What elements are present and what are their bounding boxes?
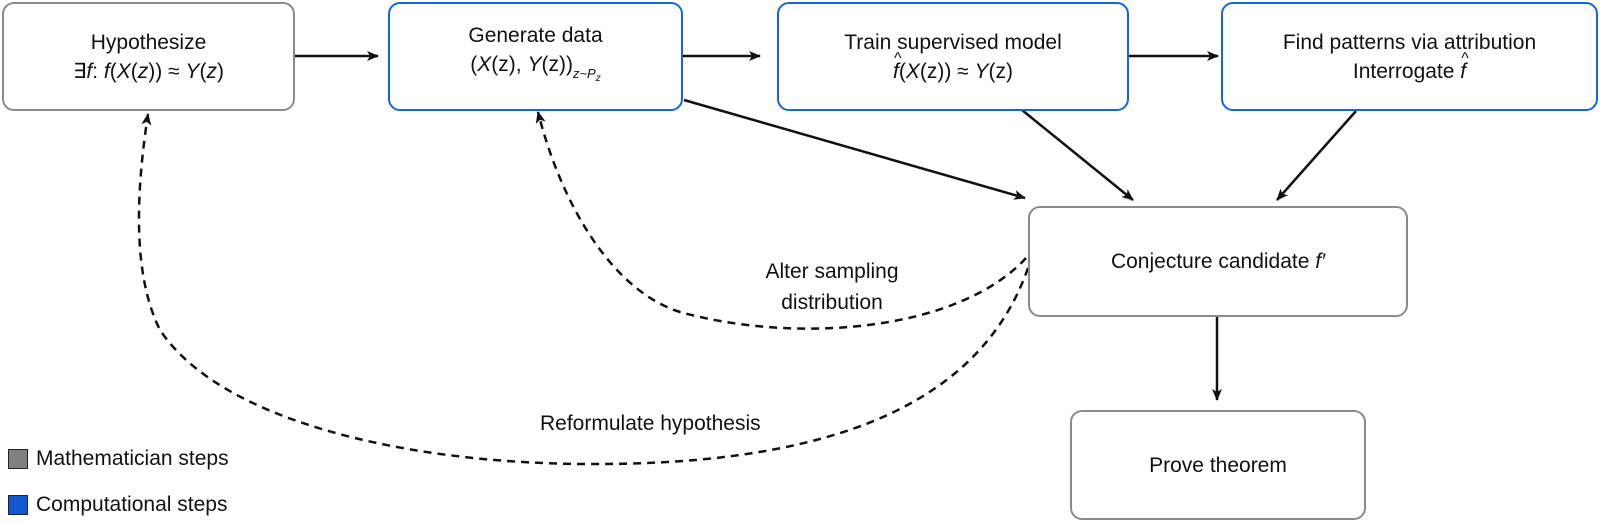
node-attribution-title: Find patterns via attribution	[1282, 30, 1537, 54]
node-train-formula: f(X(z)) ≈ Y(z)	[893, 44, 1013, 86]
legend-mathematician: Mathematician steps	[8, 447, 229, 471]
legend-swatch-blue	[8, 495, 28, 515]
arrow-alter-sampling-dashed	[535, 111, 1027, 330]
legend-swatch-gray	[8, 449, 28, 469]
node-find-patterns: Find patterns via attribution Interrogat…	[1221, 2, 1598, 111]
node-train-title: Train supervised model	[844, 30, 1062, 54]
legend-computational-label: Computational steps	[36, 493, 228, 516]
node-hypothesize: Hypothesize ∃f: f(X(z)) ≈ Y(z)	[2, 2, 295, 111]
label-reformulate-hypothesis: Reformulate hypothesis	[540, 412, 761, 435]
legend-mathematician-label: Mathematician steps	[36, 447, 229, 470]
node-prove-theorem: Prove theorem	[1070, 410, 1366, 520]
node-hypothesize-title: Hypothesize	[90, 30, 207, 54]
node-prove-text: Prove theorem	[1149, 453, 1287, 477]
node-conjecture-text: Conjecture candidate f′	[1110, 250, 1326, 273]
arrow-reformulate-dashed	[137, 113, 1030, 466]
legend-computational: Computational steps	[8, 493, 227, 517]
node-generate-title: Generate data	[468, 23, 603, 47]
node-attribution-line2: Interrogate f	[1353, 44, 1469, 86]
node-conjecture: Conjecture candidate f′	[1028, 206, 1408, 317]
node-train-model: Train supervised model f(X(z)) ≈ Y(z)	[777, 2, 1129, 111]
node-hypothesize-formula: ∃f: f(X(z)) ≈ Y(z)	[73, 59, 224, 83]
arrow-train-to-conjecture	[1021, 109, 1134, 201]
arrow-generate-to-conjecture	[683, 98, 1026, 200]
node-generate-data: Generate data (X(z), Y(z))z~Pz	[388, 2, 683, 111]
label-alter-sampling: Alter sampling distribution	[765, 260, 899, 314]
arrow-attribution-to-conjecture	[1276, 110, 1357, 201]
node-generate-formula: (X(z), Y(z))z~Pz	[470, 52, 601, 84]
